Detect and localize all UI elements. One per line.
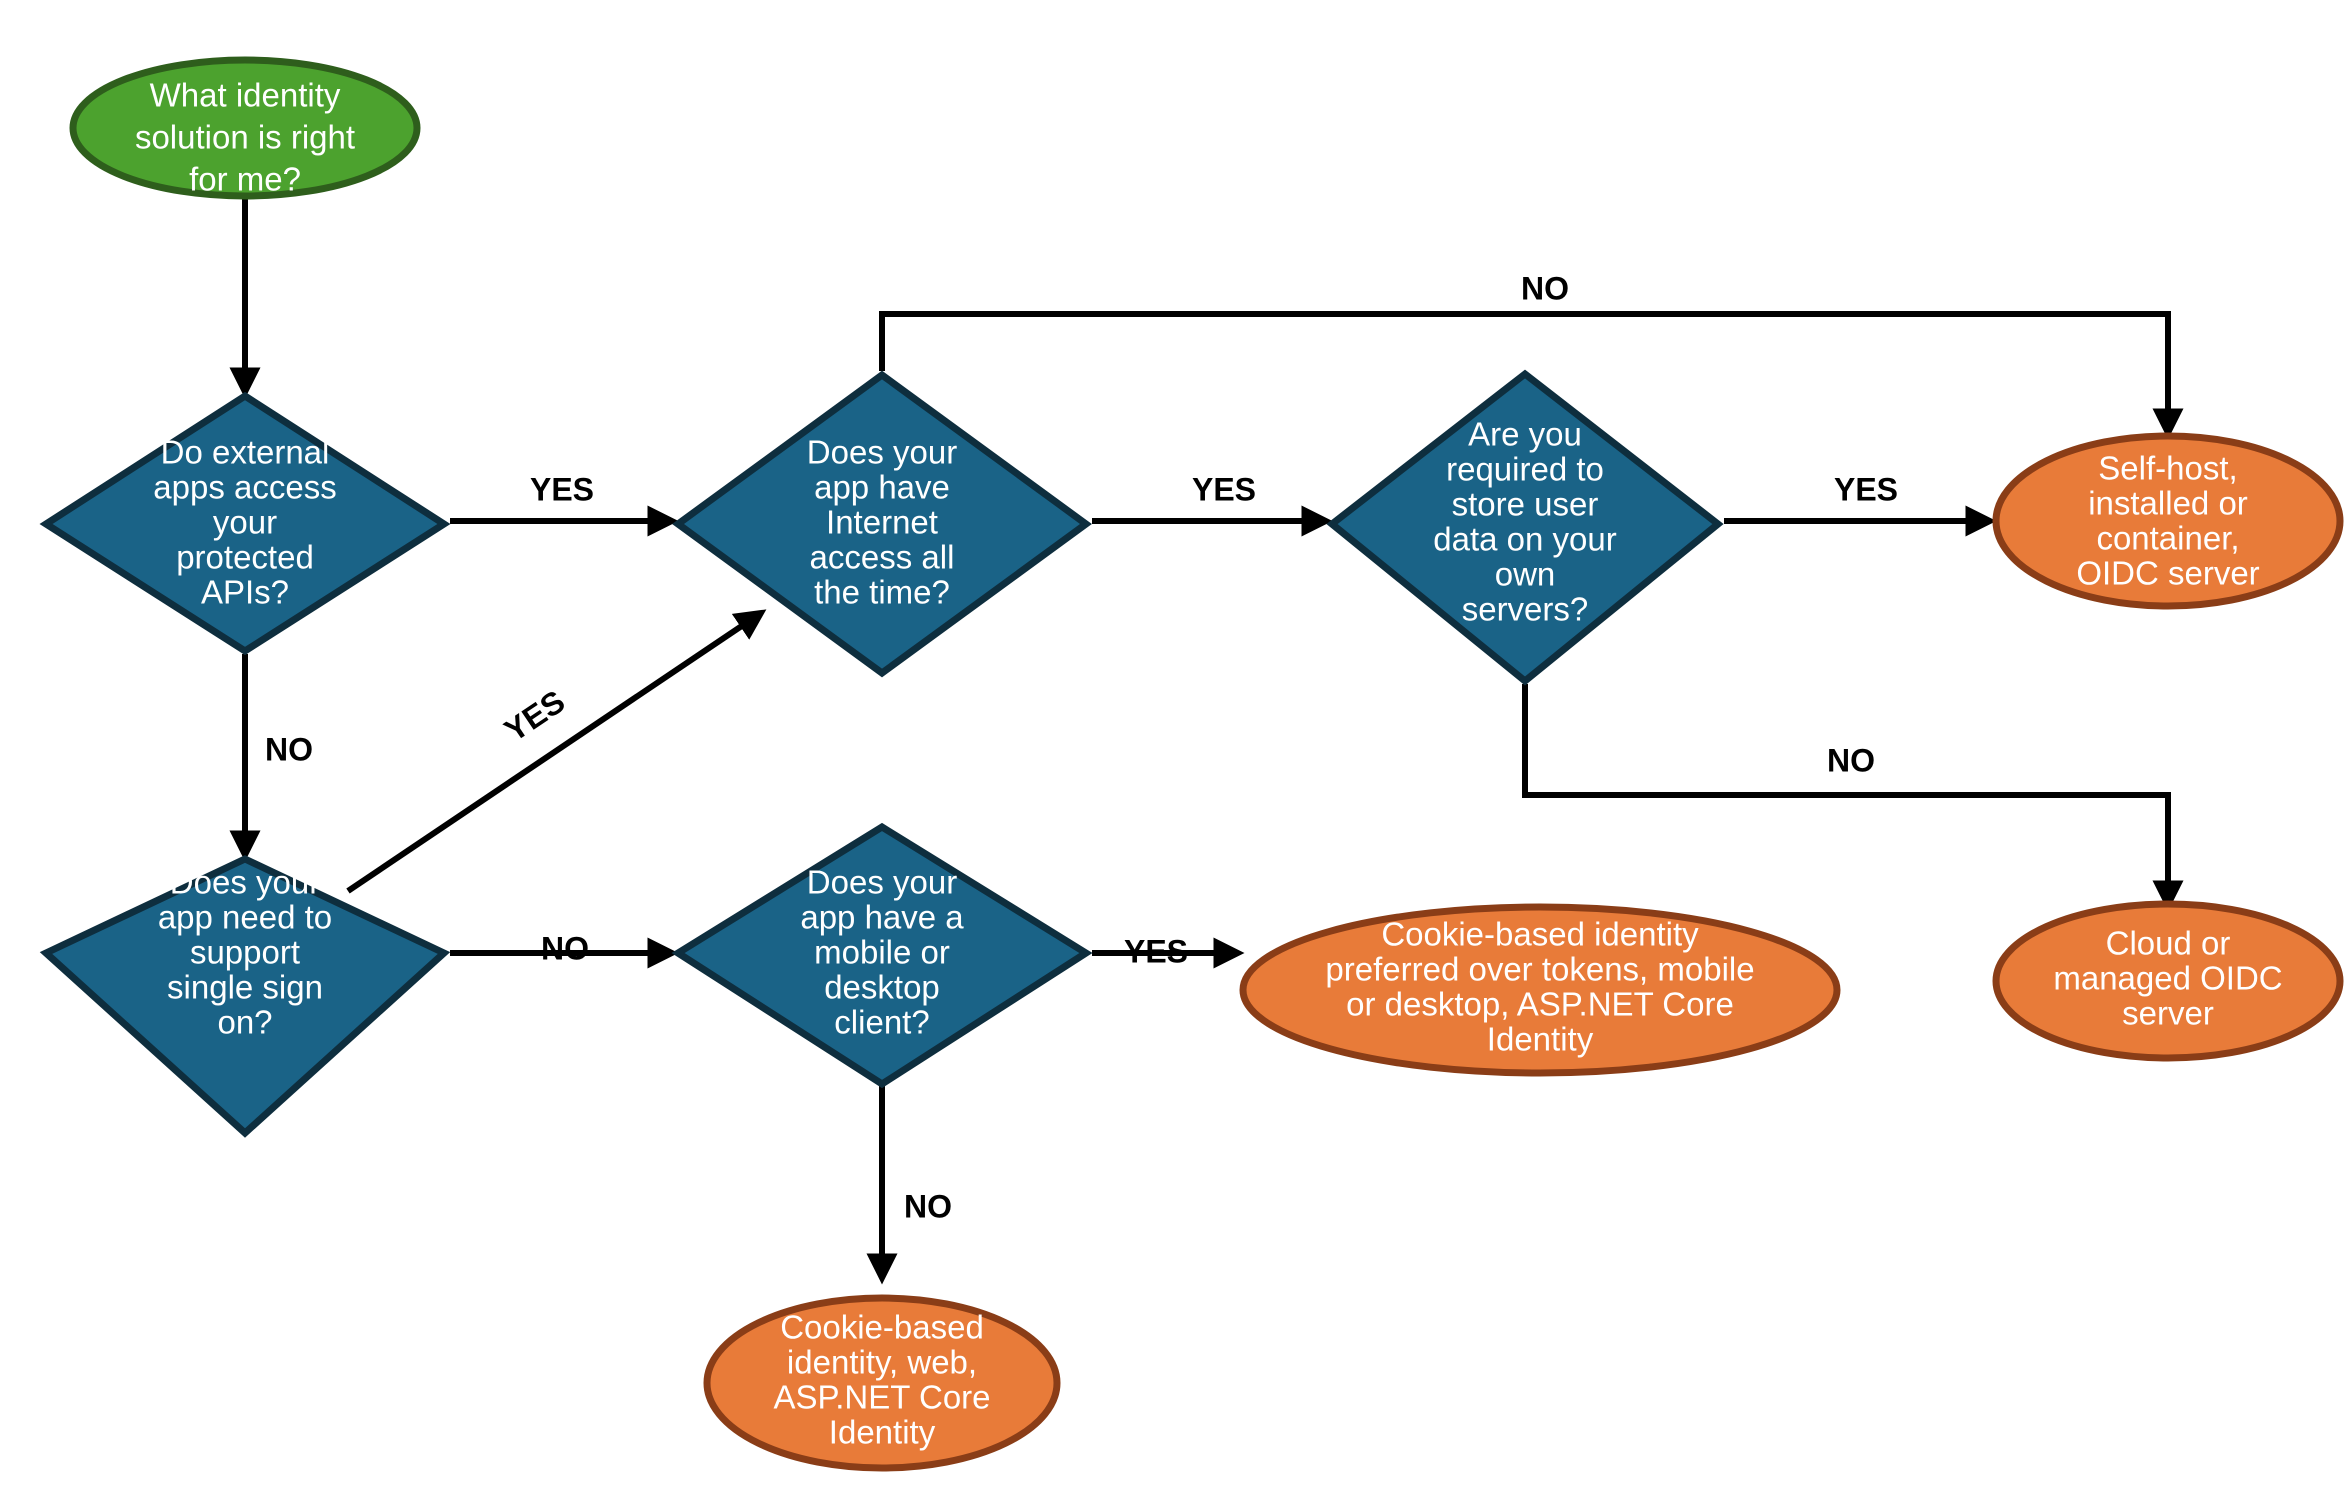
edge-label-mobile-desktop-yes: YES bbox=[1124, 933, 1188, 969]
edge-internet-no: NO bbox=[879, 270, 2184, 440]
node-layer: What identity solution is right for me? … bbox=[39, 56, 2344, 1472]
node-terminal-cloud-managed[interactable]: Cloud or managed OIDC server bbox=[1992, 900, 2344, 1062]
node-start-shape[interactable] bbox=[69, 56, 421, 200]
edge-label-external-apis-no: NO bbox=[265, 731, 313, 767]
node-start[interactable]: What identity solution is right for me? bbox=[69, 56, 421, 200]
edge-label-sso-yes: YES bbox=[498, 683, 571, 749]
node-terminal-cookie-mobile-desktop[interactable]: Cookie-based identity preferred over tok… bbox=[1239, 903, 1841, 1077]
node-decision-external-apis[interactable]: Do external apps access your protected A… bbox=[39, 391, 451, 656]
edge-path bbox=[879, 311, 2184, 440]
node-terminal-cookie-web[interactable]: Cookie-based identity, web, ASP.NET Core… bbox=[703, 1294, 1061, 1472]
node-decision-mobile-desktop-client[interactable]: Does your app have a mobile or desktop c… bbox=[671, 822, 1093, 1089]
node-decision-store-user-data[interactable]: Are you required to store user data on y… bbox=[1326, 369, 1724, 686]
edge-external-apis-no: NO bbox=[229, 654, 313, 862]
edge-label-store-user-data-yes: YES bbox=[1834, 471, 1898, 507]
node-decision-store-user-data-shape[interactable] bbox=[1326, 369, 1724, 686]
edge-label-store-user-data-no: NO bbox=[1827, 742, 1875, 778]
node-terminal-cookie-web-shape[interactable] bbox=[703, 1294, 1061, 1472]
edge-path bbox=[346, 609, 767, 894]
edge-label-sso-no: NO bbox=[541, 930, 589, 966]
edge-label-external-apis-yes: YES bbox=[530, 471, 594, 507]
edge-label-internet-yes: YES bbox=[1192, 471, 1256, 507]
node-terminal-self-host-shape[interactable] bbox=[1992, 432, 2344, 610]
node-decision-internet-access-shape[interactable] bbox=[672, 370, 1092, 678]
edge-external-apis-yes: YES bbox=[450, 471, 679, 537]
node-decision-mobile-desktop-client-shape[interactable] bbox=[671, 822, 1093, 1089]
edge-sso-yes: YES bbox=[346, 609, 767, 894]
node-terminal-cloud-managed-shape[interactable] bbox=[1992, 900, 2344, 1062]
edge-path bbox=[1522, 684, 2184, 912]
edge-layer: internet --> YES sso --> NO internet (di… bbox=[229, 190, 2184, 1285]
edge-internet-yes: YES bbox=[1092, 471, 1333, 537]
node-decision-single-sign-on-shape[interactable] bbox=[39, 855, 451, 1138]
edge-store-user-data-yes: YES bbox=[1724, 471, 1997, 537]
node-decision-external-apis-shape[interactable] bbox=[39, 391, 451, 656]
edge-label-mobile-desktop-no: NO bbox=[904, 1188, 952, 1224]
edge-mobile-desktop-no: NO bbox=[866, 1086, 952, 1285]
edge-label-internet-no: NO bbox=[1521, 270, 1569, 306]
edge-mobile-desktop-yes: YES bbox=[1092, 933, 1245, 969]
node-decision-single-sign-on[interactable]: Does your app need to support single sig… bbox=[39, 855, 451, 1138]
node-terminal-cookie-mobile-desktop-shape[interactable] bbox=[1239, 903, 1841, 1077]
node-terminal-self-host[interactable]: Self-host, installed or container, OIDC … bbox=[1992, 432, 2344, 610]
edge-store-user-data-no: NO bbox=[1522, 684, 2184, 912]
edge-sso-no: NO bbox=[450, 930, 679, 969]
